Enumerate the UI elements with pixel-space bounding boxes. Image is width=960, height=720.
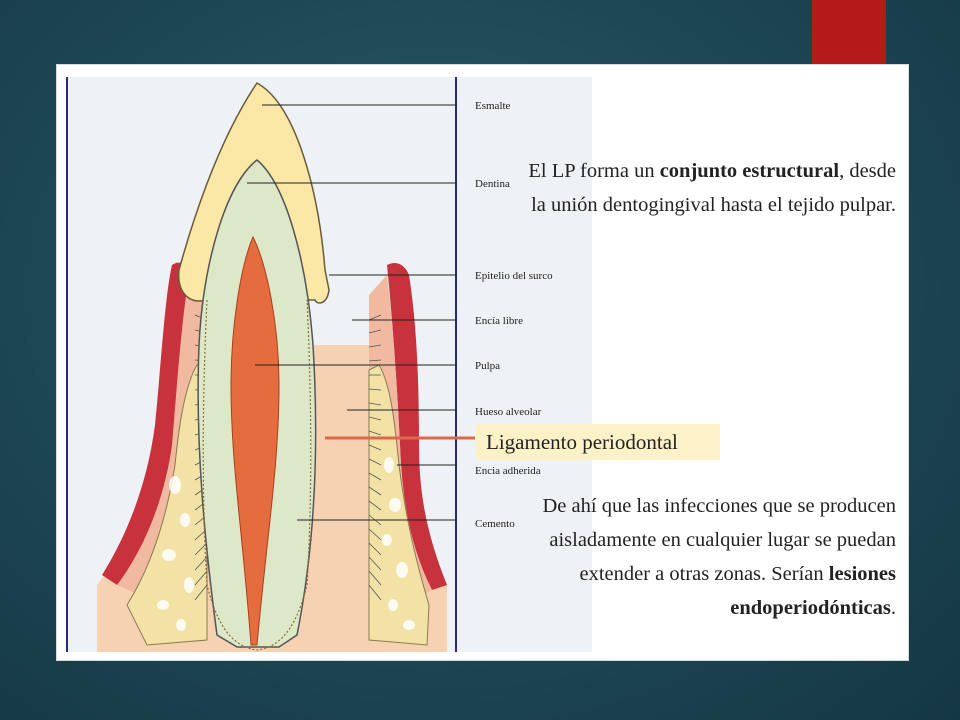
gingiva-left — [102, 262, 189, 585]
para1-text-a: El LP forma un — [528, 160, 660, 182]
label-encia-adherida: Encia adherida — [475, 465, 541, 477]
para1-bold: conjunto estructural — [659, 160, 840, 182]
paragraph-lesiones-endoperiodonticas: De ahí que las infecciones que se produc… — [512, 489, 897, 625]
para1-text-b: , desde la unión dentogingival hasta el … — [531, 160, 896, 216]
pulp — [230, 235, 280, 646]
alveolar-bone-left — [126, 364, 208, 646]
bone-trabeculae — [157, 457, 415, 631]
para2-text-b: . — [890, 597, 896, 619]
gingiva-right — [387, 263, 447, 590]
ligamento-periodontal-label: Ligamento periodontal — [476, 424, 720, 460]
label-hueso-alveolar: Hueso alveolar — [475, 406, 542, 418]
para2-text-a: De ahí que las infecciones que se produc… — [542, 495, 897, 585]
label-cemento: Cemento — [475, 518, 515, 530]
label-esmalte: Esmalte — [475, 100, 511, 112]
cementum-outline — [202, 299, 312, 651]
slide-content: Esmalte Dentina Epitelio del surco Encía… — [57, 65, 908, 660]
leader-lines — [247, 104, 457, 521]
para2-bold: lesiones endoperiodónticas — [730, 563, 896, 619]
accent-bar — [812, 0, 886, 68]
paragraph-conjunto-estructural: El LP forma un conjunto estructural, des… — [512, 154, 896, 222]
tooth-diagram: Esmalte Dentina Epitelio del surco Encía… — [66, 77, 592, 652]
label-pulpa: Pulpa — [475, 360, 500, 372]
label-encia-libre: Encía libre — [475, 315, 523, 327]
label-epitelio-del-surco: Epitelio del surco — [475, 270, 553, 282]
label-dentina: Dentina — [475, 178, 510, 190]
